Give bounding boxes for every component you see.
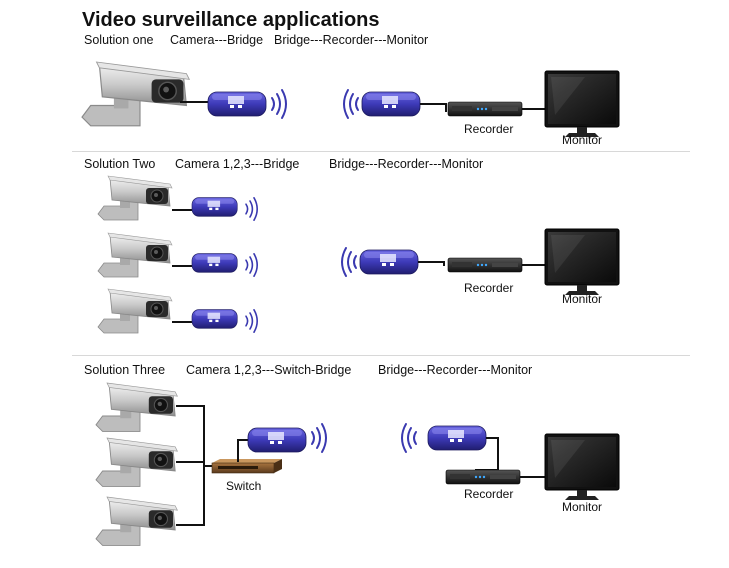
monitor-icon: [544, 433, 620, 501]
camera-icon: [95, 437, 178, 487]
switch-icon: [211, 459, 282, 474]
switch-label: Switch: [226, 479, 262, 493]
wifi-icon: [341, 247, 357, 277]
divider-1: [72, 151, 690, 152]
monitor-label: Monitor: [562, 133, 603, 147]
recorder-icon: [445, 469, 521, 485]
bridge-icon: [191, 197, 238, 217]
recorder-label: Recorder: [464, 281, 514, 295]
camera-icon: [97, 232, 173, 278]
solution-two-camera-side: Camera 1,2,3---Bridge: [175, 157, 300, 171]
solution-one-name: Solution one: [84, 33, 154, 47]
wifi-icon: [245, 308, 259, 334]
solution-two-group: [97, 175, 620, 334]
wifi-icon: [245, 197, 259, 221]
bridge-icon: [191, 253, 238, 273]
monitor-icon: [544, 228, 620, 296]
bridge-icon: [247, 427, 307, 453]
monitor-label: Monitor: [562, 292, 603, 306]
bridge-icon: [361, 91, 421, 117]
camera-icon: [97, 175, 173, 221]
divider-2: [72, 355, 690, 356]
camera-icon: [97, 288, 173, 334]
bridge-icon: [207, 91, 267, 117]
solution-three-camera-side: Camera 1,2,3---Switch-Bridge: [186, 363, 352, 377]
camera-icon: [95, 496, 178, 546]
monitor-label: Monitor: [562, 500, 603, 514]
wifi-icon: [271, 89, 287, 119]
page-title: Video surveillance applications: [82, 9, 380, 31]
recorder-icon: [447, 101, 523, 117]
solution-three-name: Solution Three: [84, 363, 166, 377]
bridge-icon: [427, 425, 487, 451]
solution-two-name: Solution Two: [84, 157, 156, 171]
bridge-icon: [359, 249, 419, 275]
solution-two-recorder-side: Bridge---Recorder---Monitor: [329, 157, 484, 171]
recorder-icon: [447, 257, 523, 273]
camera-icon: [95, 382, 178, 432]
solution-three-recorder-side: Bridge---Recorder---Monitor: [378, 363, 533, 377]
monitor-icon: [544, 70, 620, 138]
solution-one-group: [81, 61, 620, 138]
wifi-icon: [343, 89, 359, 119]
solution-one-camera-side: Camera---Bridge: [170, 33, 264, 47]
wifi-icon: [401, 423, 417, 453]
solution-one-recorder-side: Bridge---Recorder---Monitor: [274, 33, 429, 47]
solution-three-group: [95, 382, 620, 546]
recorder-label: Recorder: [464, 487, 514, 501]
wifi-icon: [245, 253, 259, 278]
bridge-icon: [191, 309, 238, 329]
recorder-label: Recorder: [464, 122, 514, 136]
wifi-icon: [311, 423, 327, 453]
camera-icon: [81, 61, 191, 127]
